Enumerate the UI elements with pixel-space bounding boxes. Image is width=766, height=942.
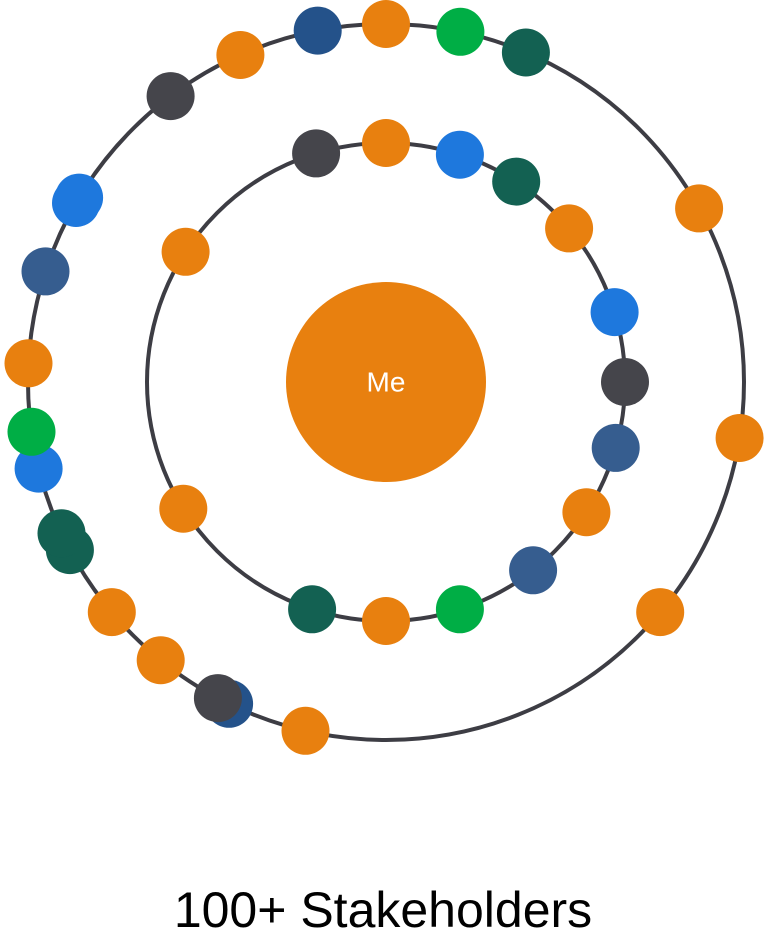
inner-ring-node-orange	[362, 597, 410, 645]
inner-ring-node-orange	[362, 119, 410, 167]
outer-ring-node-blue	[55, 173, 104, 222]
outer-ring-node-charcoal	[193, 674, 242, 723]
outer-ring-node-orange	[136, 636, 185, 685]
outer-ring-node-orange	[362, 0, 410, 48]
center-me-circle	[286, 282, 486, 482]
inner-ring-node-teal	[492, 157, 541, 206]
inner-ring-node-orange	[562, 488, 611, 537]
outer-ring-node-orange	[636, 588, 685, 637]
outer-ring-node-orange	[87, 588, 136, 637]
center-label: Me	[367, 366, 406, 397]
inner-ring-node-charcoal	[601, 358, 649, 406]
inner-ring-node-green	[435, 585, 484, 634]
outer-ring-node-teal	[37, 509, 86, 558]
outer-ring-node-navy	[293, 6, 342, 55]
outer-ring-node-green	[436, 7, 485, 56]
outer-ring-node-orange	[4, 339, 53, 388]
stakeholder-nodes	[4, 0, 764, 755]
outer-ring-node-teal	[501, 28, 550, 77]
inner-ring-node-orange	[161, 227, 210, 276]
outer-ring-node-orange	[715, 414, 764, 462]
outer-ring-node-orange	[216, 31, 265, 79]
outer-ring-node-slate	[21, 247, 70, 296]
outer-ring-node-charcoal	[146, 72, 195, 121]
inner-ring-node-charcoal	[292, 129, 341, 178]
inner-ring-node-slate	[591, 423, 640, 472]
inner-ring-node-orange	[545, 204, 594, 253]
outer-ring-node-orange	[675, 184, 724, 233]
outer-ring-node-blue	[14, 444, 63, 493]
inner-ring-node-teal	[288, 585, 337, 634]
outer-ring-node-orange	[281, 706, 330, 755]
inner-ring-node-blue	[590, 288, 639, 337]
inner-ring-node-slate	[509, 546, 558, 595]
inner-ring-node-blue	[435, 130, 484, 179]
inner-ring-node-orange	[159, 484, 208, 533]
outer-ring-node-green	[7, 407, 56, 456]
caption-title: 100+ Stakeholders	[173, 882, 593, 938]
